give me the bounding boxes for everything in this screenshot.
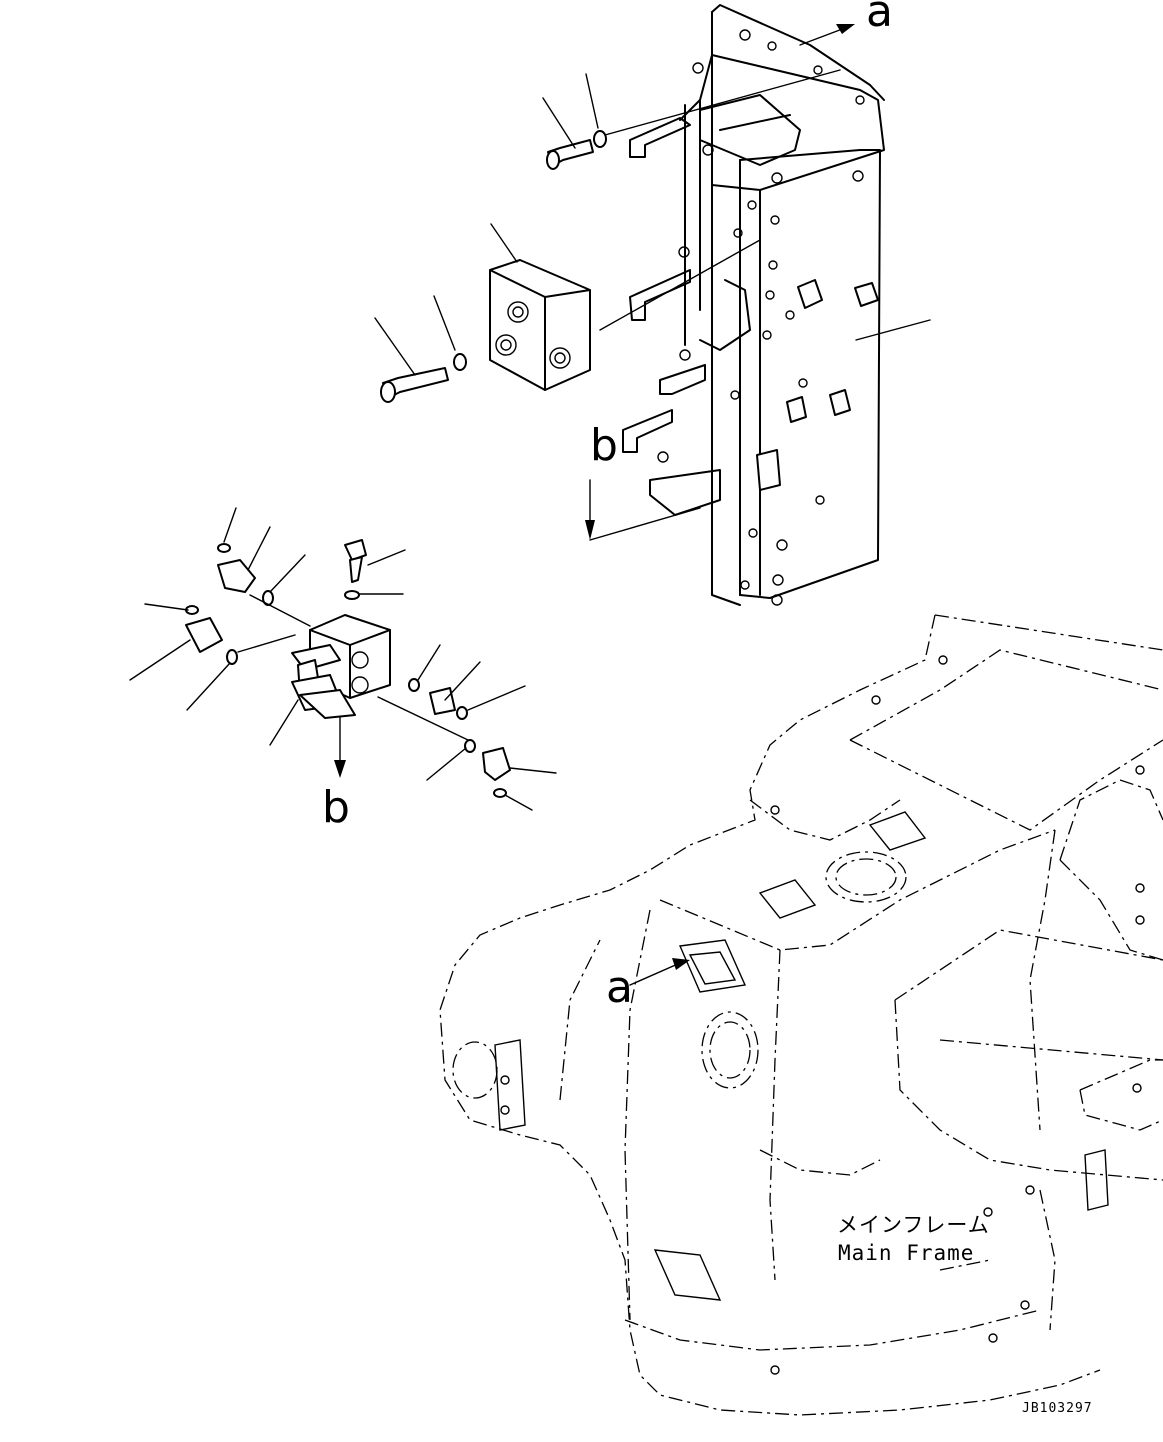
arrow-a-top xyxy=(799,24,855,46)
leader-lines-lower xyxy=(129,507,557,811)
main-frame-outline xyxy=(439,614,1163,1416)
bolt-middle xyxy=(380,353,467,403)
label-a-top: a xyxy=(866,0,893,37)
leader-lines-upper xyxy=(374,69,931,541)
drawing-code: JB103297 xyxy=(1022,1401,1093,1416)
label-b-upper: b xyxy=(590,420,618,471)
valve-block xyxy=(489,259,591,391)
bolt-upper xyxy=(546,130,607,170)
panel-bracket xyxy=(622,4,885,606)
arrow-b-upper xyxy=(585,520,595,540)
fittings xyxy=(185,539,511,798)
main-frame-label-jp: メインフレーム xyxy=(837,1213,990,1237)
solenoid-valve xyxy=(291,614,391,719)
label-a-frame: a xyxy=(606,962,633,1013)
arrow-a-frame xyxy=(629,958,690,986)
main-frame-label-en: Main Frame xyxy=(838,1241,974,1265)
label-b-lower: b xyxy=(322,782,350,833)
